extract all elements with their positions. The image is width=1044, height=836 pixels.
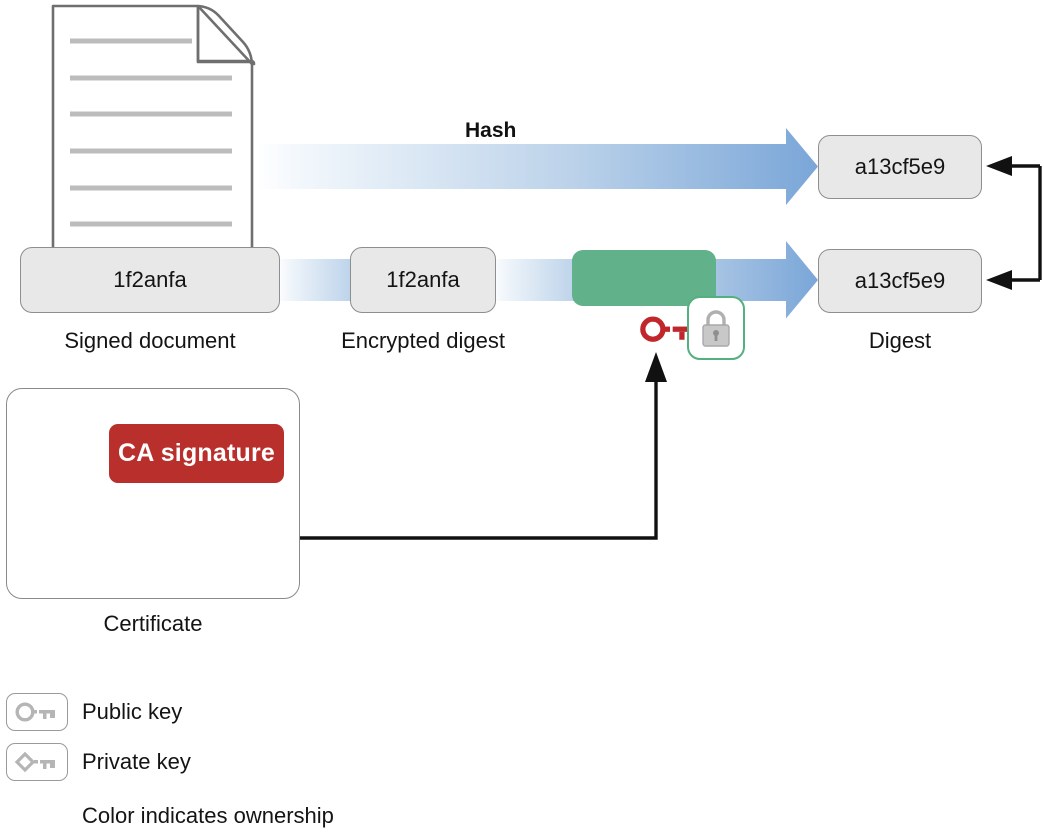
encrypted-digest-caption: Encrypted digest — [341, 328, 505, 353]
encrypted-digest-value: 1f2anfa — [386, 267, 460, 292]
arrowhead-to-key — [645, 352, 667, 382]
legend-ownership-note: Color indicates ownership — [82, 803, 334, 828]
signed-document-value: 1f2anfa — [113, 267, 187, 292]
digest-top-value: a13cf5e9 — [854, 154, 946, 179]
public-key-icon — [6, 693, 68, 731]
private-key-icon — [6, 743, 68, 781]
digest-top-chip[interactable]: a13cf5e9 — [818, 135, 982, 199]
digest-caption: Digest — [868, 328, 932, 353]
legend-label-public-key: Public key — [82, 699, 183, 724]
hash-arrow-label: Hash — [465, 119, 517, 142]
arrowhead-bottom — [986, 270, 1012, 290]
ca-signature-badge[interactable]: CA signature — [109, 424, 284, 483]
hash-arrow-top — [256, 128, 818, 205]
padlock-icon — [702, 310, 730, 347]
legend-item-private-key: Private key — [6, 743, 191, 781]
ca-signature-label: CA signature — [117, 439, 276, 467]
decrypt-block — [572, 250, 716, 306]
digest-bottom-chip[interactable]: a13cf5e9 — [818, 249, 982, 313]
arrowhead-top — [986, 156, 1012, 176]
digest-bottom-value: a13cf5e9 — [854, 268, 946, 293]
encrypted-digest-chip[interactable]: 1f2anfa — [350, 247, 496, 313]
signed-document-caption: Signed document — [64, 328, 236, 353]
signed-document-chip[interactable]: 1f2anfa — [20, 247, 280, 313]
lock-badge — [687, 296, 745, 360]
legend-label-private-key: Private key — [82, 749, 191, 774]
document-sheet-graphic — [51, 4, 256, 260]
legend-item-public-key: Public key — [6, 693, 182, 731]
certificate-card[interactable] — [6, 388, 300, 599]
certificate-caption: Certificate — [103, 611, 203, 636]
comparison-loop — [1000, 164, 1042, 282]
